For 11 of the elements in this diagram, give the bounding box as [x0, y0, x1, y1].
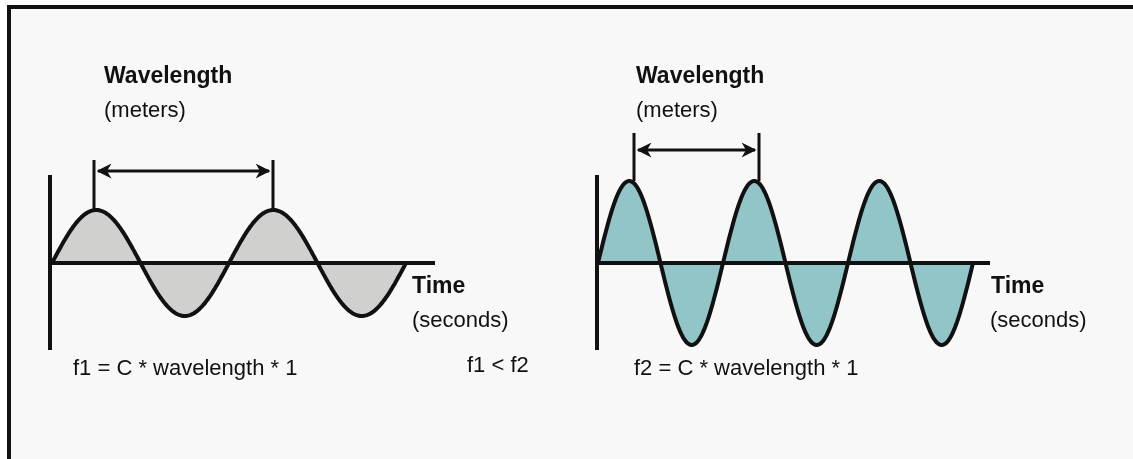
axis-unit: (meters)	[636, 97, 718, 123]
axis-title: Wavelength	[104, 62, 233, 89]
axis-title: Wavelength	[636, 62, 765, 89]
axis-title: Time	[412, 272, 466, 299]
axis-unit: (meters)	[104, 97, 186, 123]
formula-text: f1 = C * wavelength * 1	[73, 355, 298, 381]
axis-title: Time	[991, 272, 1045, 299]
axis-unit: (seconds)	[412, 307, 509, 333]
formula-text: f2 = C * wavelength * 1	[634, 355, 859, 381]
comparison-text: f1 < f2	[467, 352, 529, 378]
axis-unit: (seconds)	[990, 307, 1087, 333]
